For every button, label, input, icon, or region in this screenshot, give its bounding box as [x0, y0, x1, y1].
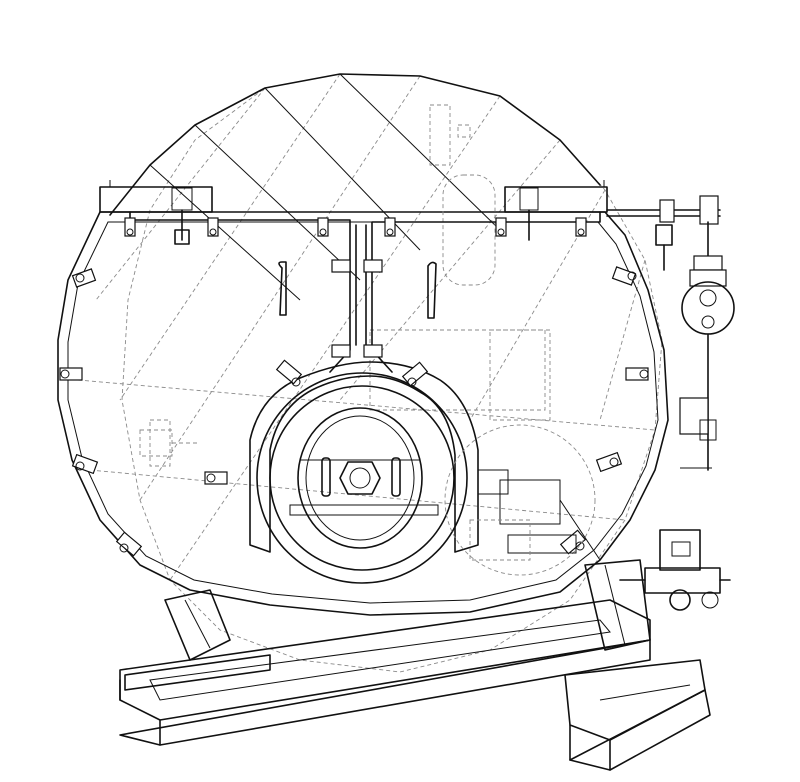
rim-bolt [384, 217, 396, 237]
center-tie-rods [129, 211, 601, 373]
handhole-slots [278, 261, 437, 319]
rim-bolt [317, 217, 329, 237]
top-flange-left [99, 180, 213, 245]
burner-assembly [444, 424, 601, 576]
rim-bolts [59, 217, 649, 557]
rim-bolt [71, 453, 99, 475]
rim-bolt [611, 266, 637, 286]
furnace-door [249, 361, 479, 584]
rim-bolt [595, 451, 623, 473]
rim-bolt [625, 367, 649, 381]
rim-bolt [115, 531, 143, 557]
rim-bolt [207, 217, 219, 237]
door-hinge-bolts [275, 359, 429, 387]
rim-bolt [559, 529, 587, 555]
rim-bolt [575, 217, 587, 237]
door-center-nut [321, 457, 401, 497]
rim-bolt [124, 217, 136, 237]
rim-bolt [495, 217, 507, 237]
support-frame [119, 559, 711, 771]
top-flange-right [504, 180, 608, 241]
rim-bolt [71, 268, 97, 288]
gas-regulator [619, 529, 731, 611]
valve-train [606, 195, 735, 471]
front-shell-face [57, 211, 669, 616]
rim-bolt [59, 367, 83, 381]
internal-stack-ghost [369, 104, 551, 421]
rim-bolt [204, 471, 228, 485]
left-side-fitting [139, 419, 200, 467]
